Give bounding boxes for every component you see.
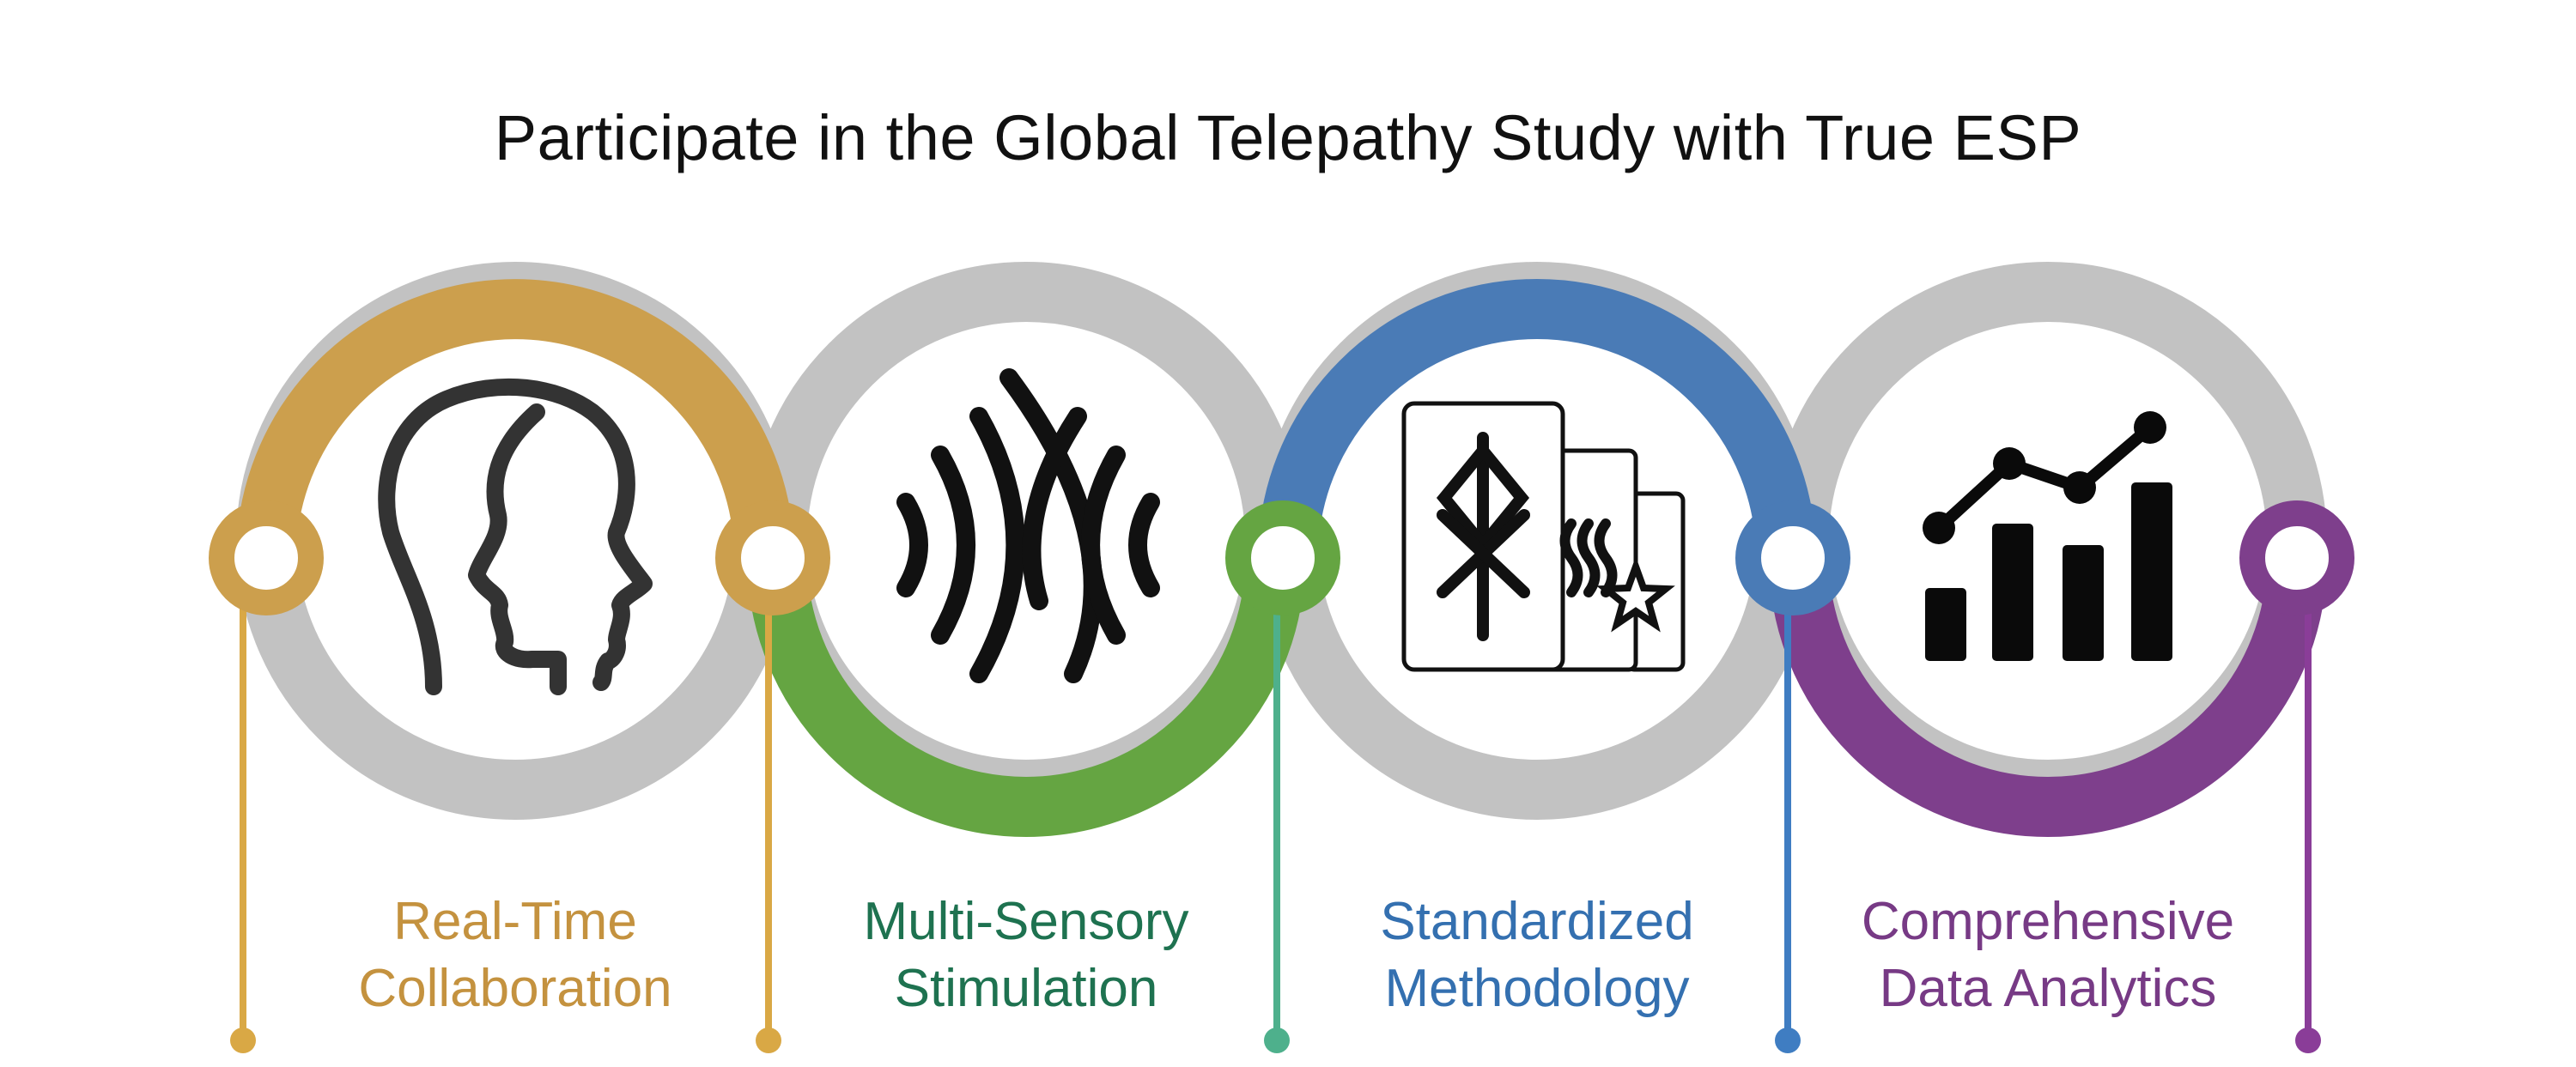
sensory-waves-icon xyxy=(896,368,1160,683)
arc-step-3 xyxy=(1258,279,1816,559)
arc-step-4 xyxy=(1769,557,2327,837)
node-1 xyxy=(209,500,324,615)
node-2 xyxy=(715,500,830,615)
step-label-line: Stimulation xyxy=(894,959,1158,1018)
arc-step-2 xyxy=(747,557,1305,837)
step-label-standardized-methodology: Standardized Methodology xyxy=(1297,888,1777,1022)
step-label-line: Multi-Sensory xyxy=(863,892,1189,951)
node-5 xyxy=(2239,500,2354,615)
head-profile-icon xyxy=(378,378,653,695)
page-title: Participate in the Global Telepathy Stud… xyxy=(494,102,2082,173)
node-4 xyxy=(1735,500,1850,615)
connector-dot-3 xyxy=(1264,1028,1290,1053)
analytics-chart-icon xyxy=(1923,411,2172,661)
step-label-line: Real-Time xyxy=(393,892,637,951)
arc-step-1 xyxy=(236,279,794,559)
connector-dot-5 xyxy=(2295,1028,2321,1053)
step-label-line: Data Analytics xyxy=(1879,959,2217,1018)
zener-cards-icon xyxy=(1401,401,1686,672)
step-label-line: Collaboration xyxy=(358,959,672,1018)
step-label-line: Standardized xyxy=(1380,892,1694,951)
node-3 xyxy=(1225,500,1340,615)
connector-dot-4 xyxy=(1775,1028,1801,1053)
step-label-real-time-collaboration: Real-Time Collaboration xyxy=(275,888,756,1022)
step-label-multi-sensory-stimulation: Multi-Sensory Stimulation xyxy=(786,888,1267,1022)
step-label-line: Comprehensive xyxy=(1861,892,2235,951)
step-label-line: Methodology xyxy=(1384,959,1690,1018)
connector-dot-2 xyxy=(756,1028,781,1053)
step-label-comprehensive-data-analytics: Comprehensive Data Analytics xyxy=(1807,888,2288,1022)
connector-dot-1 xyxy=(230,1028,256,1053)
